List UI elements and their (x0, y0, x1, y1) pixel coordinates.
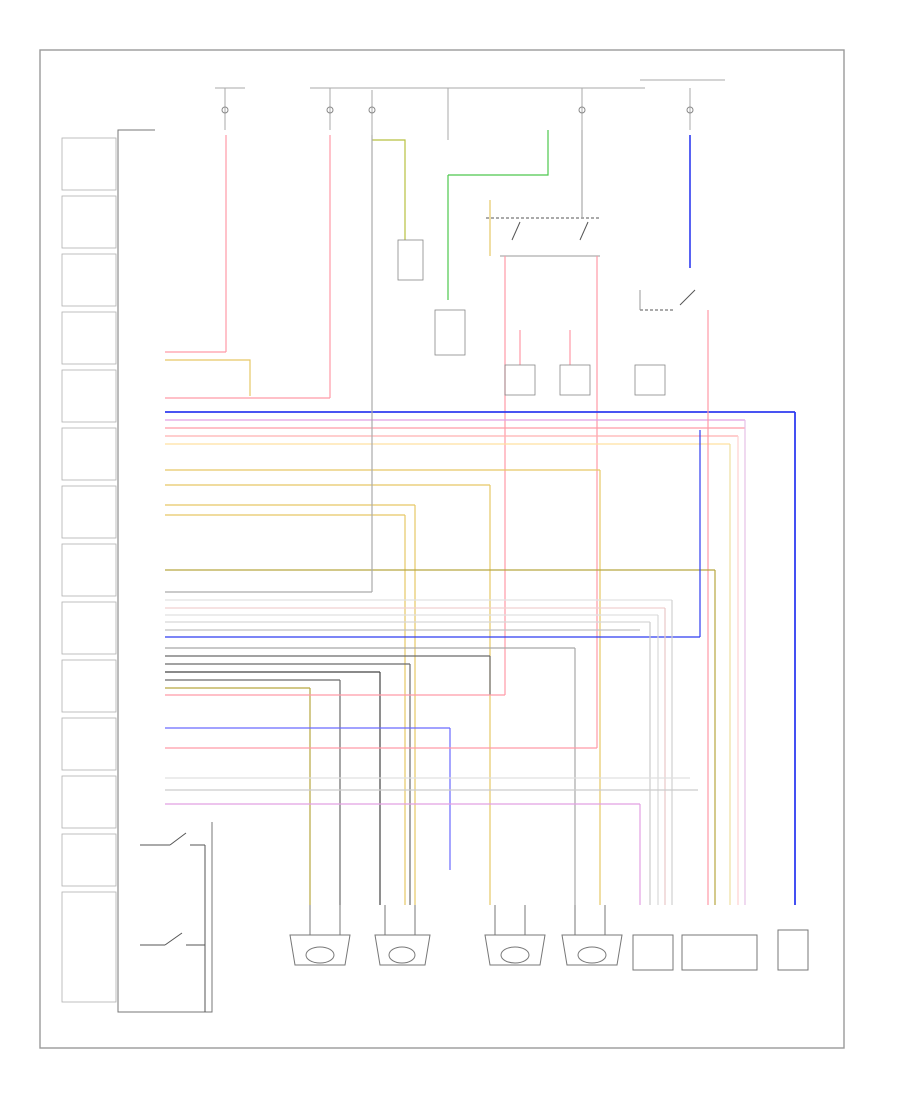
fuse-feeds (215, 79, 725, 140)
control-module (61, 129, 213, 1013)
relay (486, 217, 600, 257)
box-2 (681, 934, 758, 971)
diagram-border (39, 49, 845, 1049)
upper-components (397, 239, 666, 396)
sensor-rr (374, 905, 431, 966)
bottom-components (289, 905, 809, 971)
sensor-rf (289, 905, 351, 966)
sensor-lr (561, 905, 623, 966)
box-3 (777, 929, 809, 971)
sensor-lf (484, 905, 546, 966)
wires (165, 130, 796, 905)
box-1 (632, 934, 674, 971)
brake-switch (639, 289, 696, 311)
